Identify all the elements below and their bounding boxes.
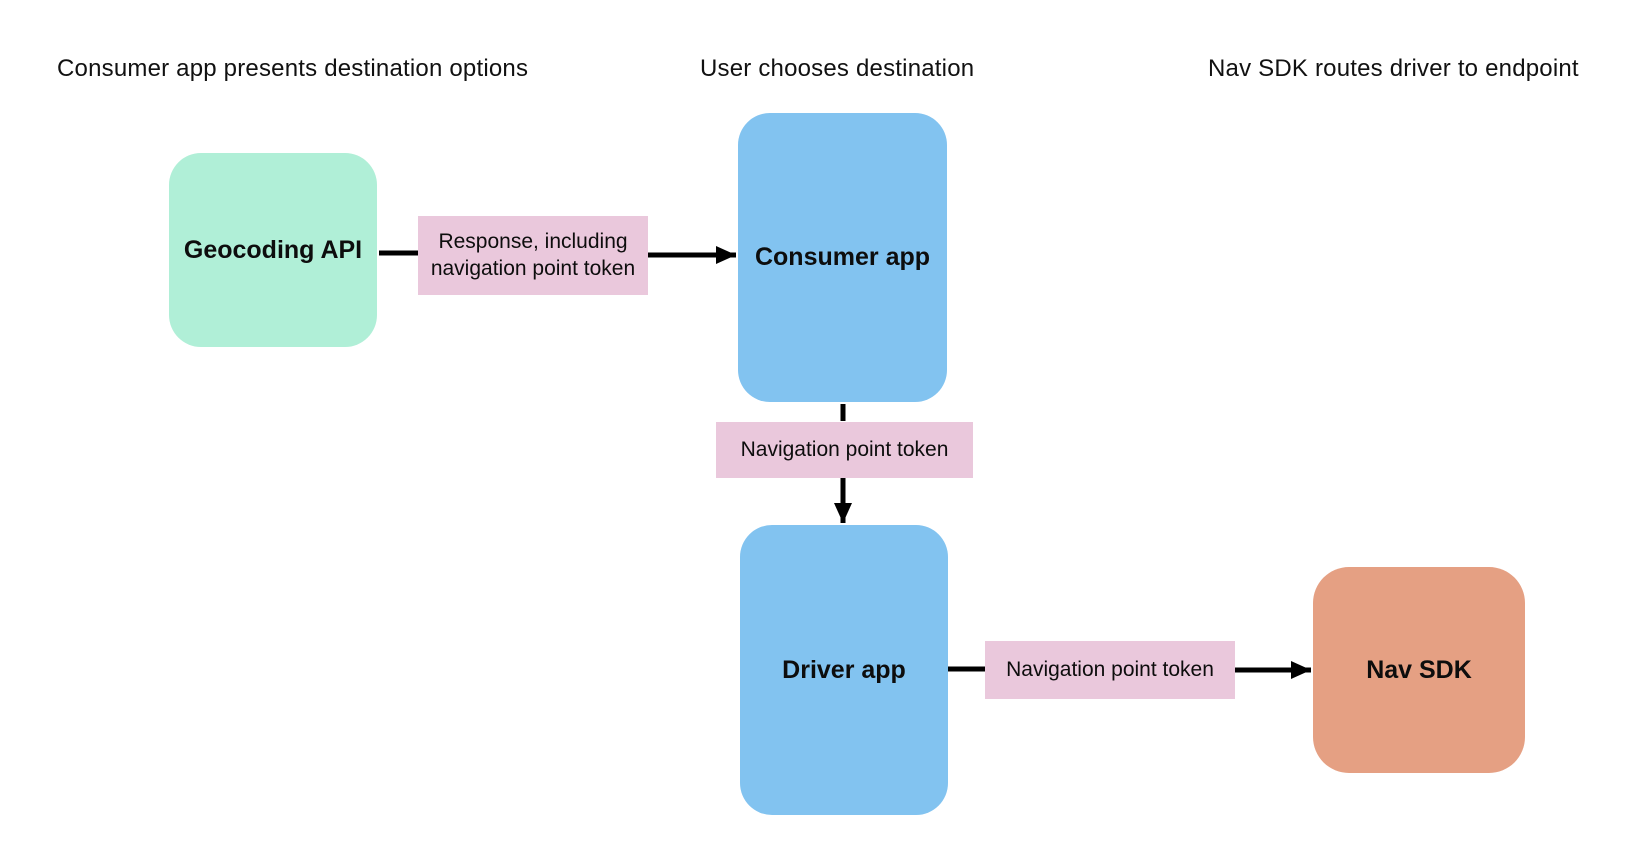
node-consumer-app: Consumer app xyxy=(738,113,947,402)
node-driver-app-label: Driver app xyxy=(782,655,906,684)
edge-label-response-token: Response, including navigation point tok… xyxy=(418,216,648,295)
edge-label-navigation-point-token-2: Navigation point token xyxy=(985,641,1235,699)
node-driver-app: Driver app xyxy=(740,525,948,815)
node-consumer-app-label: Consumer app xyxy=(754,243,931,271)
node-nav-sdk: Nav SDK xyxy=(1313,567,1525,773)
edge-label-navigation-point-token-1: Navigation point token xyxy=(716,422,973,478)
node-nav-sdk-label: Nav SDK xyxy=(1366,655,1472,684)
node-geocoding-api: Geocoding API xyxy=(169,153,377,347)
column-title-user-chooses: User chooses destination xyxy=(700,55,975,82)
column-title-navsdk-routes: Nav SDK routes driver to endpoint xyxy=(1208,55,1579,82)
node-geocoding-api-label: Geocoding API xyxy=(183,235,363,264)
column-title-consumer-presents: Consumer app presents destination option… xyxy=(57,55,529,82)
